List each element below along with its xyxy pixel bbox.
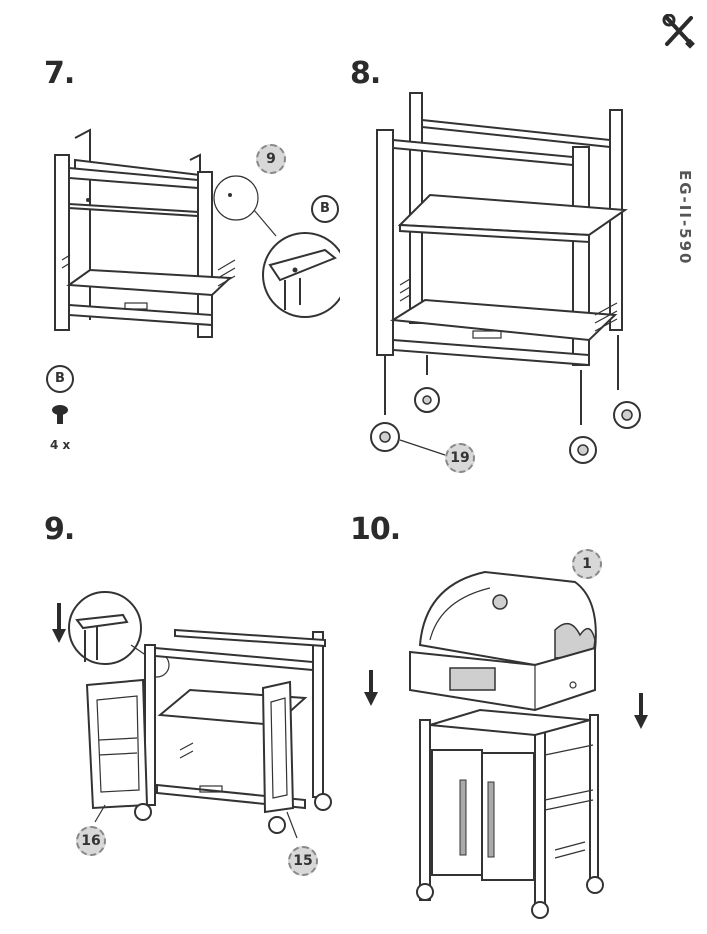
step-7-number: 7. (44, 56, 75, 91)
callout-part-1: 1 (572, 549, 602, 579)
callout-part-9: 9 (256, 144, 286, 174)
down-arrow-icon (52, 603, 66, 643)
down-arrow-icon-right (634, 693, 648, 729)
callout-part-b: B (311, 195, 339, 223)
step-9-number: 9. (44, 512, 75, 547)
step-8-number: 8. (350, 56, 381, 91)
callout-part-16: 16 (76, 826, 106, 856)
callout-part-19: 19 (445, 443, 475, 473)
step-7-diagram (54, 128, 340, 338)
parts-letter-b: B (46, 365, 74, 393)
screw-icon (52, 405, 68, 424)
step-10-number: 10. (350, 512, 401, 547)
parts-quantity: 4 x (50, 438, 71, 452)
document-code: EG-II-590 (676, 170, 694, 266)
down-arrow-icon-left (364, 670, 378, 706)
step-9-diagram (68, 591, 332, 839)
wrench-screwdriver-icon (662, 14, 695, 49)
callout-part-15: 15 (288, 846, 318, 876)
step-10-diagram (409, 570, 604, 919)
step-8-diagram (370, 92, 641, 464)
